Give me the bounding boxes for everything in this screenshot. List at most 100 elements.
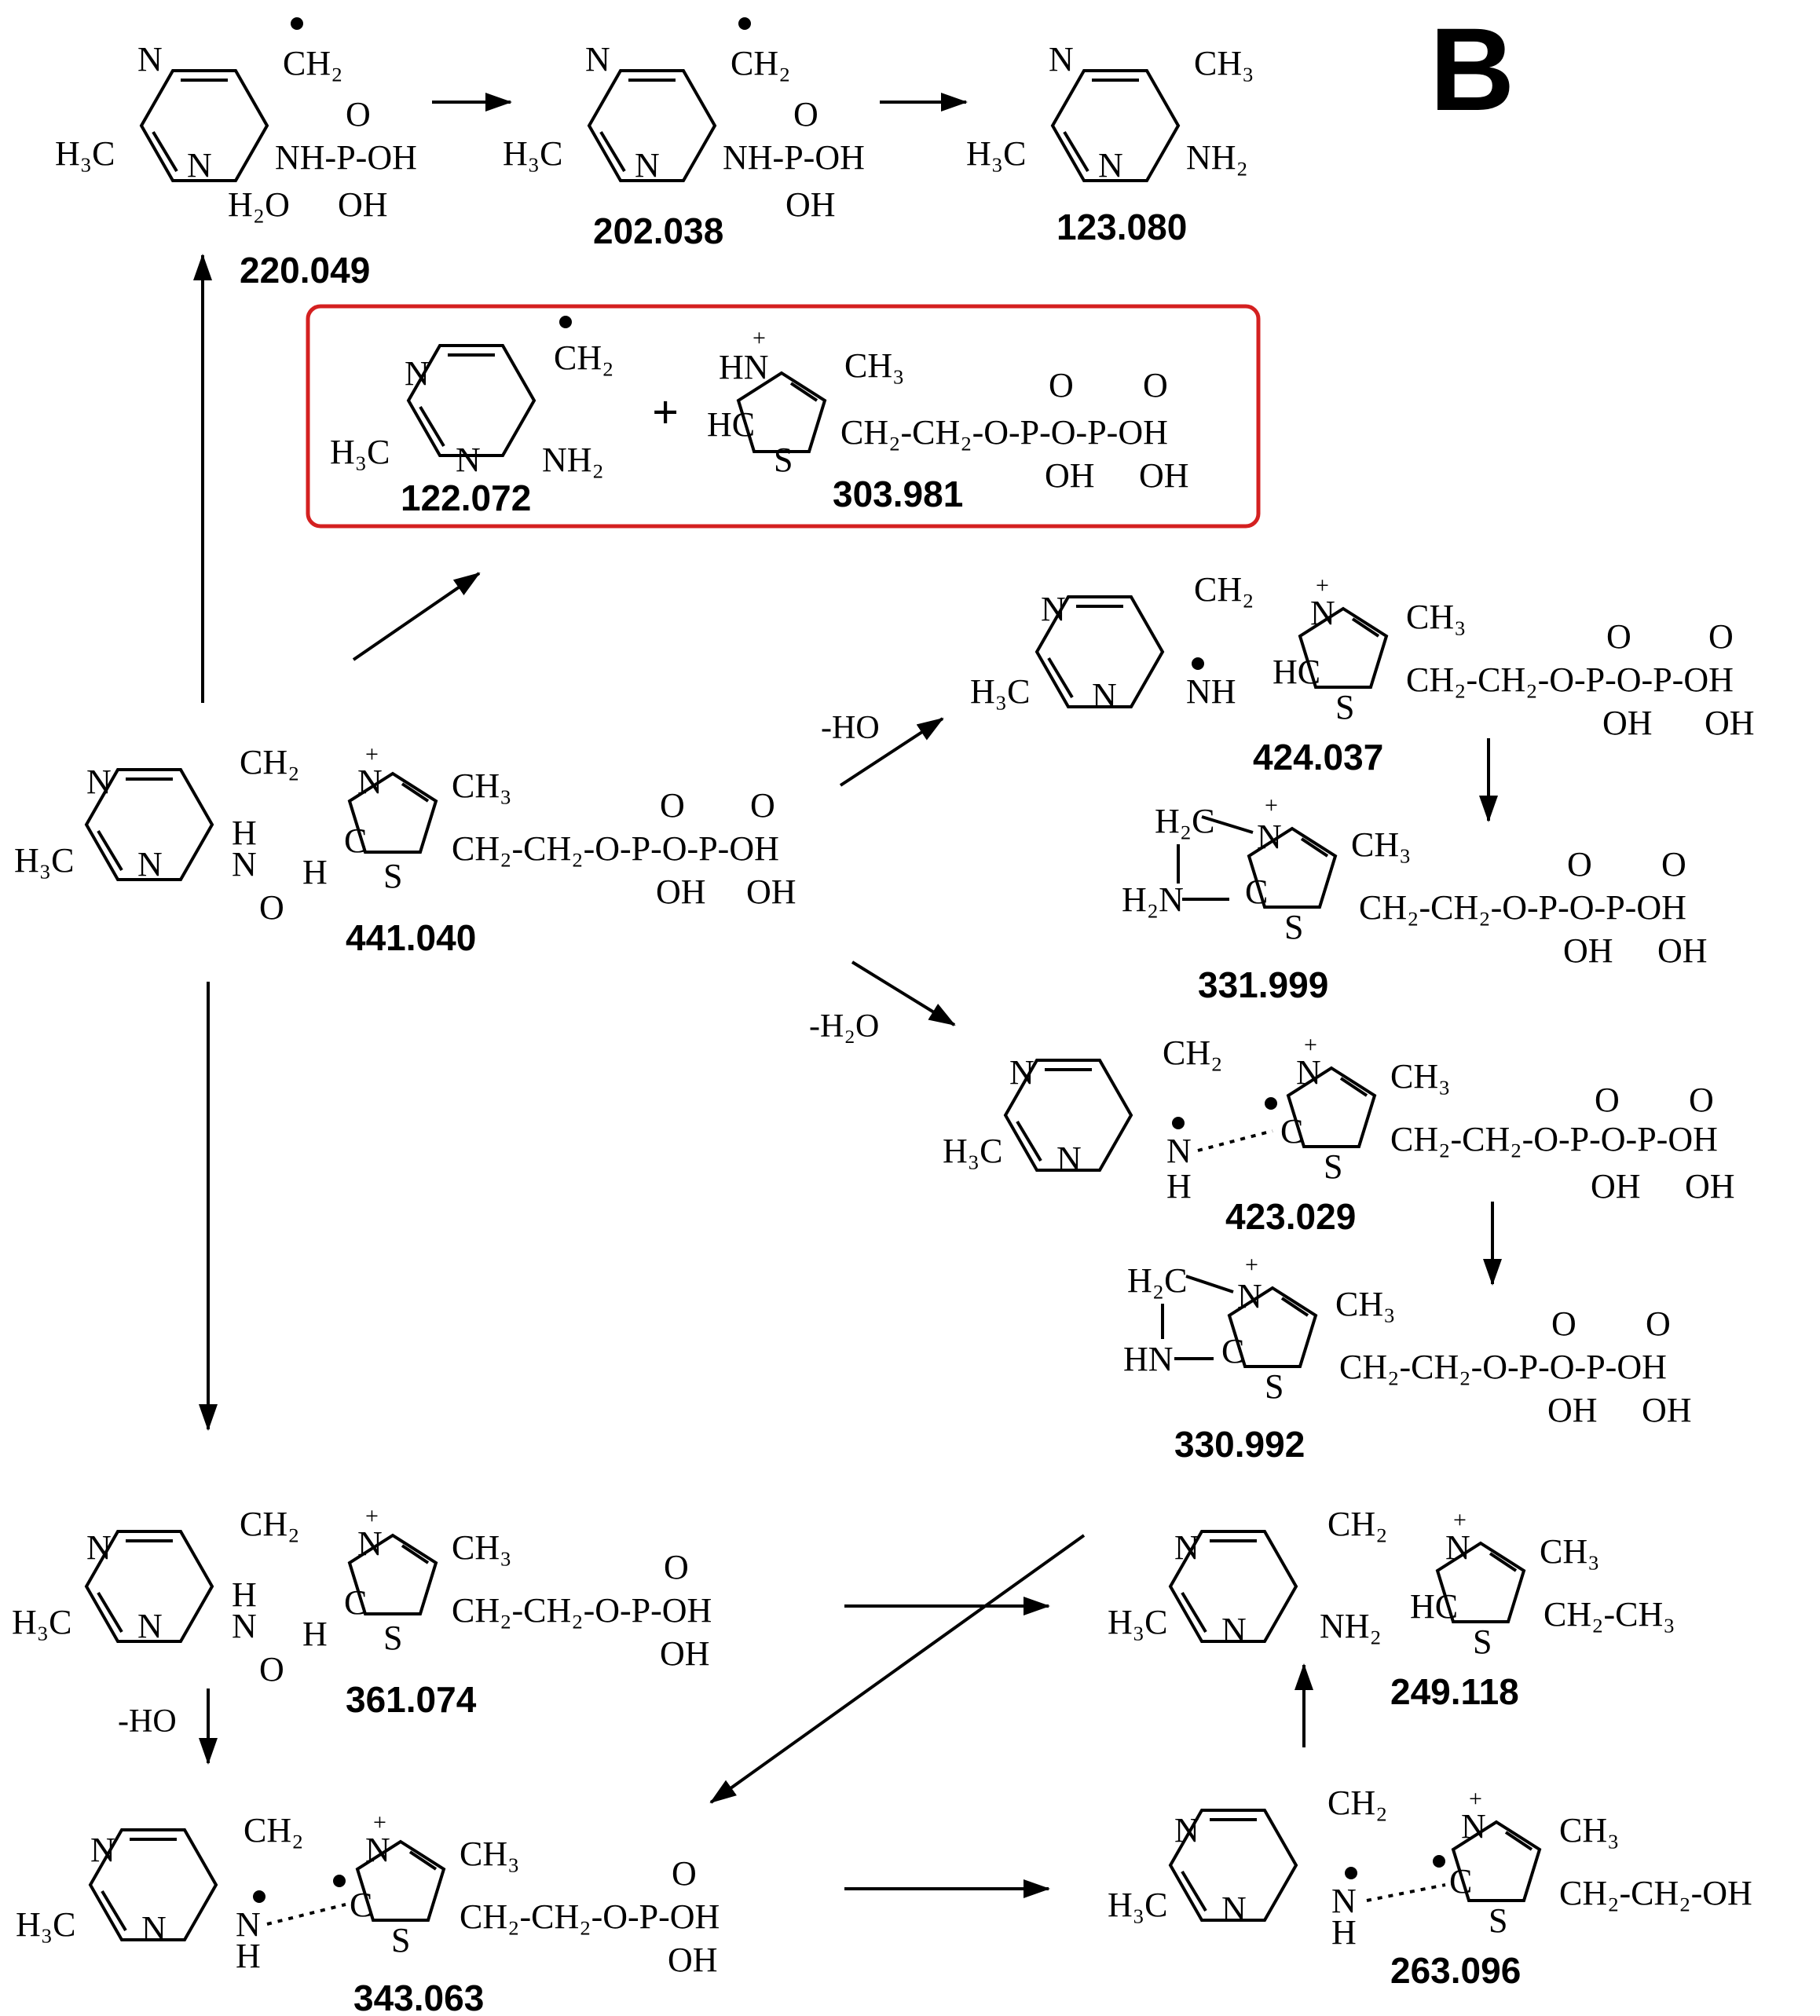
atom-n: N: [1166, 1132, 1192, 1170]
atom-n: N: [1237, 1277, 1262, 1315]
structure-220: N N H₃C CH₂ NH-P-OH O OH H₂O 220.049: [55, 17, 417, 291]
atom-o: O: [1689, 1081, 1714, 1119]
atom-hc: HC: [1273, 653, 1320, 691]
charge-plus: +: [365, 741, 379, 767]
atom-h3c: H₃C: [943, 1132, 1002, 1170]
atom-h2c: H₂C: [1155, 802, 1214, 840]
structure-202: N N H₃C CH₂ NH-P-OH O OH 202.038: [503, 17, 865, 251]
mass-label: 202.038: [593, 210, 723, 251]
atom-n: N: [1221, 1890, 1247, 1928]
plus-sign: +: [652, 386, 679, 438]
atom-h: H: [302, 1615, 328, 1653]
atom-n: N: [1174, 1528, 1199, 1567]
atom-n: N: [585, 40, 610, 79]
condition-loss-ho: -HO: [821, 710, 880, 746]
atom-n: N: [1092, 676, 1117, 715]
atom-n: N: [90, 1831, 115, 1869]
atom-nhpoh: NH-P-OH: [723, 138, 865, 177]
atom-h2n: H₂N: [1122, 880, 1184, 919]
atom-h: H: [1166, 1167, 1192, 1206]
chain-diphosphate: CH₂-CH₂-O-P-O-P-OH: [1406, 660, 1734, 699]
atom-oh: OH: [1642, 1391, 1692, 1429]
structure-441: N N H₃C CH₂ H N O H + N C S CH₃ CH₂-CH₂-…: [14, 741, 796, 958]
atom-s: S: [1473, 1623, 1492, 1661]
mass-label: 249.118: [1390, 1671, 1519, 1712]
arrow: [851, 960, 956, 1026]
atom-ch2: CH₂: [244, 1811, 303, 1850]
atom-o: O: [1646, 1304, 1671, 1343]
charge-plus: +: [365, 1503, 379, 1529]
condition-loss-ho: -HO: [118, 1703, 177, 1740]
atom-ch3: CH₃: [452, 767, 511, 805]
atom-n: N: [137, 40, 163, 79]
atom-ch2: CH₂: [731, 44, 790, 82]
atom-s: S: [1324, 1147, 1342, 1186]
structure-249: N N H₃C CH₂ NH₂ + N HC S CH₃ CH₂-CH₃ 249…: [1108, 1505, 1675, 1712]
atom-h3c: H₃C: [330, 433, 390, 471]
atom-h3c: H₃C: [14, 841, 74, 880]
mass-label: 330.992: [1174, 1424, 1305, 1465]
atom-s: S: [1489, 1901, 1507, 1940]
atom-oh: OH: [746, 873, 796, 911]
atom-h3c: H₃C: [1108, 1886, 1167, 1924]
chain-diphosphate: CH₂-CH₂-O-P-O-P-OH: [840, 413, 1168, 452]
atom-s: S: [1335, 688, 1354, 726]
atom-c: C: [344, 821, 367, 860]
atom-ch2: CH₂: [283, 44, 342, 82]
mass-label: 220.049: [240, 250, 370, 291]
atom-n: N: [1174, 1811, 1199, 1850]
atom-n: N: [365, 1831, 390, 1869]
atom-o: O: [1661, 845, 1686, 884]
charge-plus: +: [1304, 1032, 1317, 1058]
atom-n: N: [1056, 1140, 1082, 1178]
h-bond: [1366, 1883, 1446, 1902]
atom-ch3: CH₃: [1540, 1532, 1599, 1571]
charge-plus: +: [753, 325, 766, 351]
atom-s: S: [383, 1619, 402, 1657]
atom-o: O: [259, 888, 284, 927]
arrow: [352, 572, 481, 661]
h-bond: [266, 1903, 346, 1926]
atom-o: O: [660, 786, 685, 825]
atom-o: O: [750, 786, 775, 825]
mass-label: 361.074: [346, 1679, 477, 1720]
chain-monophosphate: CH₂-CH₂-O-P-OH: [452, 1591, 712, 1630]
structure-424: N N H₃C CH₂ NH + N HC S CH₃ CH₂-CH₂-O-P-…: [970, 570, 1755, 777]
atom-oh: OH: [1045, 456, 1095, 495]
atom-s: S: [1284, 908, 1303, 946]
atom-n: N: [1041, 590, 1066, 628]
atom-s: S: [774, 441, 793, 479]
atom-hc: HC: [1410, 1587, 1458, 1626]
atom-ch3: CH₃: [460, 1835, 519, 1873]
atom-oh: OH: [656, 873, 706, 911]
atom-n: N: [1098, 146, 1123, 185]
atom-n: N: [456, 441, 481, 479]
atom-oh: OH: [1591, 1167, 1641, 1206]
atom-n: N: [86, 1528, 112, 1567]
atom-ch2: CH₂: [240, 743, 299, 781]
atom-ch3: CH₃: [844, 346, 904, 385]
atom-h: H: [1331, 1913, 1357, 1952]
mass-label: 441.040: [346, 917, 476, 958]
atom-h3c: H₃C: [16, 1905, 75, 1944]
structure-343: N N H₃C CH₂ N H + N C S CH₃ CH₂-CH₂-O-P-…: [16, 1809, 720, 2016]
atom-h3c: H₃C: [966, 134, 1026, 173]
chain-diphosphate: CH₂-CH₂-O-P-O-P-OH: [1390, 1120, 1718, 1158]
atom-h3c: H₃C: [1108, 1603, 1167, 1641]
atom-c: C: [1449, 1862, 1472, 1901]
condition-loss-h2o: -H₂O: [809, 1008, 879, 1045]
mass-label: 343.063: [353, 1978, 484, 2016]
atom-n: N: [1221, 1611, 1247, 1649]
charge-plus: +: [1453, 1507, 1467, 1533]
atom-ch3: CH₃: [452, 1528, 511, 1567]
charge-plus: +: [1316, 573, 1329, 598]
h-bond: [1197, 1129, 1273, 1152]
atom-h3c: H₃C: [55, 134, 115, 173]
structure-423: N N H₃C CH₂ N H + N C S CH₃ CH₂-CH₂-O-P-…: [943, 1032, 1735, 1237]
arrow: [839, 717, 944, 787]
atom-oh: OH: [668, 1941, 718, 1979]
atom-ch3: CH₃: [1194, 44, 1254, 82]
atom-o: O: [672, 1854, 697, 1893]
atom-n: N: [137, 1607, 163, 1645]
atom-n: N: [137, 845, 163, 884]
